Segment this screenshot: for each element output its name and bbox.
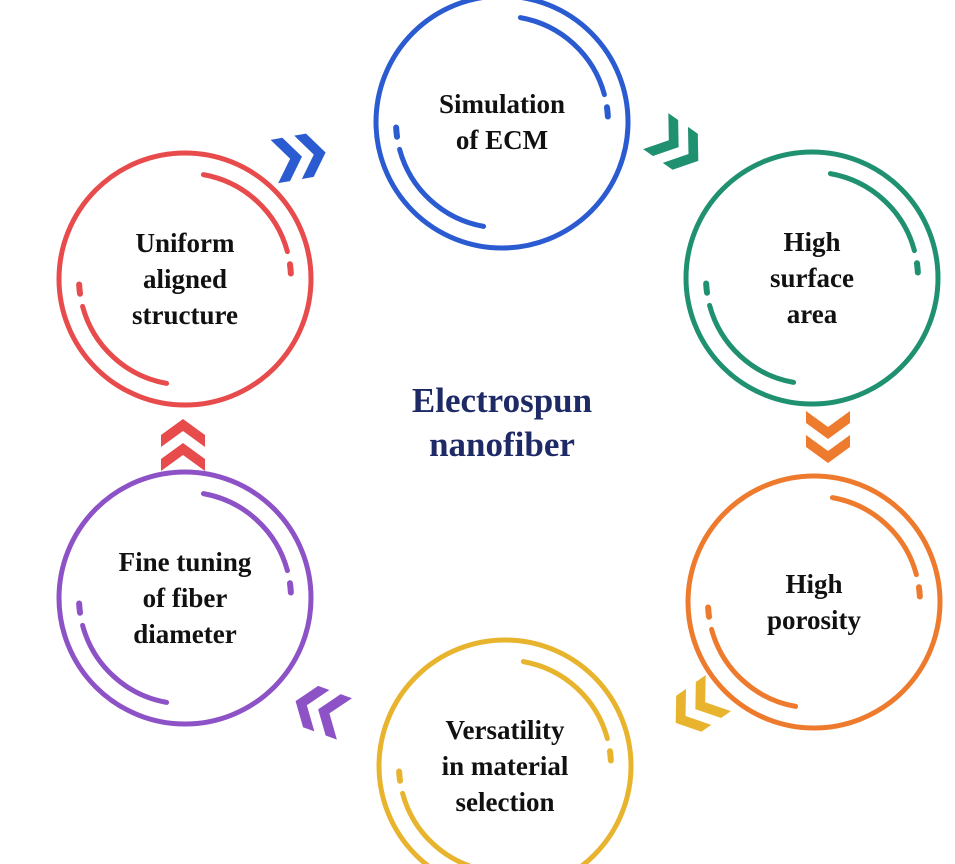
- inner-dot: [606, 748, 614, 764]
- inner-arc: [200, 172, 290, 255]
- node-uniform-aligned-structure: Uniform aligned structure: [56, 150, 314, 408]
- node-ring: [56, 150, 314, 408]
- node-label-line: aligned: [143, 264, 227, 294]
- node-ring: [373, 0, 631, 251]
- inner-dot: [76, 600, 84, 616]
- inner-arc: [827, 171, 917, 254]
- node-simulation-of-ecm: Simulation of ECM: [373, 0, 631, 251]
- node-ring: [683, 149, 941, 407]
- inner-arc: [520, 659, 610, 742]
- node-label-line: area: [787, 299, 838, 329]
- node-label-line: of ECM: [456, 125, 548, 155]
- node-label-line: Fine tuning: [119, 547, 252, 577]
- inner-dot: [913, 260, 921, 276]
- double-chevron-arrow-icon: [161, 419, 205, 471]
- double-chevron-arrow-icon: [643, 113, 699, 170]
- inner-arc: [829, 495, 919, 578]
- node-high-porosity: High porosity: [685, 473, 943, 731]
- double-chevron-arrow-icon: [806, 411, 850, 463]
- double-chevron-arrow-icon: [295, 685, 352, 740]
- inner-arc: [400, 790, 472, 864]
- inner-dot: [705, 604, 713, 620]
- node-label-line: structure: [132, 300, 238, 330]
- inner-arc: [80, 303, 170, 386]
- node-label-line: High: [785, 569, 842, 599]
- inner-dot: [76, 281, 84, 297]
- node-label-line: of fiber: [143, 583, 228, 613]
- inner-arc: [200, 491, 290, 574]
- inner-arc: [709, 626, 799, 709]
- inner-dot: [396, 768, 404, 784]
- node-label-line: Simulation: [439, 89, 565, 119]
- node-label-line: Uniform: [136, 228, 235, 258]
- node-label-line: surface: [770, 263, 854, 293]
- inner-dot: [286, 580, 294, 596]
- node-ring: [685, 473, 943, 731]
- inner-arc: [517, 15, 607, 98]
- inner-dot: [286, 261, 294, 277]
- node-label-line: in material: [442, 751, 569, 781]
- node-label-line: High: [783, 227, 840, 257]
- node-high-surface-area: High surface area: [683, 149, 941, 407]
- node-fine-tuning-of-fiber-diameter: Fine tuning of fiber diameter: [56, 469, 314, 727]
- node-ring: [376, 637, 634, 864]
- double-chevron-arrow-icon: [270, 133, 326, 184]
- inner-dot: [603, 104, 611, 120]
- inner-dot: [703, 280, 711, 296]
- inner-arc: [397, 146, 487, 229]
- node-label-line: porosity: [767, 605, 862, 635]
- node-label-line: selection: [456, 787, 555, 817]
- inner-dot: [393, 124, 401, 140]
- node-label-line: Versatility: [446, 715, 565, 745]
- inner-arc: [707, 302, 797, 385]
- double-chevron-arrow-icon: [675, 675, 731, 732]
- node-ring: [56, 469, 314, 727]
- center-title-line: Electrospun: [412, 381, 592, 420]
- node-versatility-in-material-selection: Versatility in material selection: [376, 637, 634, 864]
- center-title-line: nanofiber: [429, 425, 575, 464]
- inner-arc: [80, 622, 170, 705]
- inner-dot: [915, 584, 923, 600]
- node-label-line: diameter: [133, 619, 236, 649]
